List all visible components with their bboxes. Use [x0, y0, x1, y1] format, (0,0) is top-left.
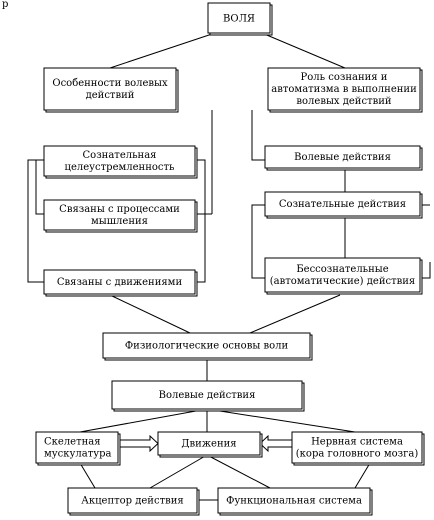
- box-frame: [35, 431, 119, 464]
- box-label: (автоматические) действия: [270, 276, 416, 287]
- corner-mark: р: [2, 0, 8, 10]
- node-fiziologicheskie-osnovy: Физиологические основы воли: [102, 332, 313, 361]
- box-label: волевых действий: [296, 96, 391, 107]
- box-frame: [291, 431, 423, 464]
- box-label: Сознательные действия: [279, 199, 406, 210]
- box-label: действий: [86, 90, 135, 101]
- connector-nerv-to-funkc: [354, 462, 371, 489]
- box-label: Волевые действия: [159, 390, 256, 401]
- node-volevye-deystviya-top: Волевые действия: [264, 145, 423, 171]
- bracket-left-right: [195, 159, 206, 283]
- box-label: Скелетная: [44, 437, 101, 448]
- box-frame: [43, 145, 196, 177]
- node-dvizheniya: Движения: [157, 431, 263, 458]
- box-label: мускулатура: [44, 449, 112, 460]
- box-frame: [264, 191, 421, 217]
- box-frame: [43, 199, 196, 231]
- box-frame: [264, 145, 421, 169]
- box-label: автоматизма в выполнении: [271, 84, 417, 95]
- double-arrow-right-icon: [117, 434, 159, 453]
- bracket-left-inner: [35, 160, 44, 215]
- box-label: Нервная система: [311, 437, 403, 448]
- box-label: целеустремленность: [65, 162, 175, 173]
- box-frame: [43, 67, 177, 111]
- box-frame: [157, 431, 261, 456]
- node-funkcionalnaya-sistema: Функциональная система: [217, 487, 373, 516]
- box-frame: [67, 487, 198, 514]
- box-frame: [217, 487, 371, 514]
- node-bessoznatelnye-deystviya: Бессознательные(автоматические) действия: [264, 257, 423, 295]
- box-label: Связаны с процессами: [59, 204, 180, 215]
- box-label: Акцептор действия: [81, 496, 183, 507]
- box-label: Роль сознания и: [301, 72, 388, 83]
- box-label: Сознательная: [83, 150, 157, 161]
- box-label: Движения: [181, 439, 236, 450]
- connector-dvizh-to-funkc: [206, 454, 271, 489]
- box-frame: [43, 269, 196, 295]
- node-svyazany-s-dvizheniyami: Связаны с движениями: [43, 269, 198, 297]
- box-label: (кора головного мозга): [296, 449, 419, 460]
- box-frame: [267, 67, 421, 111]
- double-arrows: [117, 434, 293, 453]
- connector-right-to-fiziol: [249, 294, 341, 334]
- node-nervnaya-sistema: Нервная система(кора головного мозга): [291, 431, 425, 466]
- box-label: Бессознательные: [296, 264, 388, 275]
- connectors: [27, 32, 431, 501]
- node-volya: ВОЛЯ: [207, 2, 273, 36]
- connector-dvizh-to-akceptor: [149, 454, 208, 489]
- box-label: Особенности волевых: [52, 78, 168, 89]
- double-arrow-left-icon: [259, 434, 293, 453]
- box-frame: [111, 380, 303, 410]
- box-label: мышления: [91, 216, 148, 227]
- box-frame: [102, 332, 311, 359]
- box-label: Связаны с движениями: [57, 277, 183, 288]
- node-volevye-deystviya-bottom: Волевые действия: [111, 380, 305, 412]
- connector-left-to-fiziol: [109, 294, 191, 334]
- node-akceptor-deystviya: Акцептор действия: [67, 487, 200, 516]
- bracket-right-left: [251, 204, 265, 279]
- connector-skelet-to-akceptor: [79, 462, 96, 489]
- box-label: Функциональная система: [226, 496, 362, 507]
- connector-volya-left: [109, 32, 216, 69]
- connector-volevye-to-skelet: [79, 408, 208, 433]
- box-label: ВОЛЯ: [223, 14, 255, 25]
- bracket-right-right-2: [420, 262, 431, 279]
- connector-rol-down: [251, 110, 265, 161]
- connector-volevye-to-nerv: [206, 408, 356, 433]
- box-label: Физиологические основы воли: [125, 341, 289, 352]
- node-soznatelnye-deystviya: Сознательные действия: [264, 191, 423, 219]
- box-frame: [207, 2, 271, 34]
- connector-volya-right: [261, 32, 346, 69]
- box-label: Волевые действия: [294, 152, 391, 163]
- box-frame: [264, 257, 421, 293]
